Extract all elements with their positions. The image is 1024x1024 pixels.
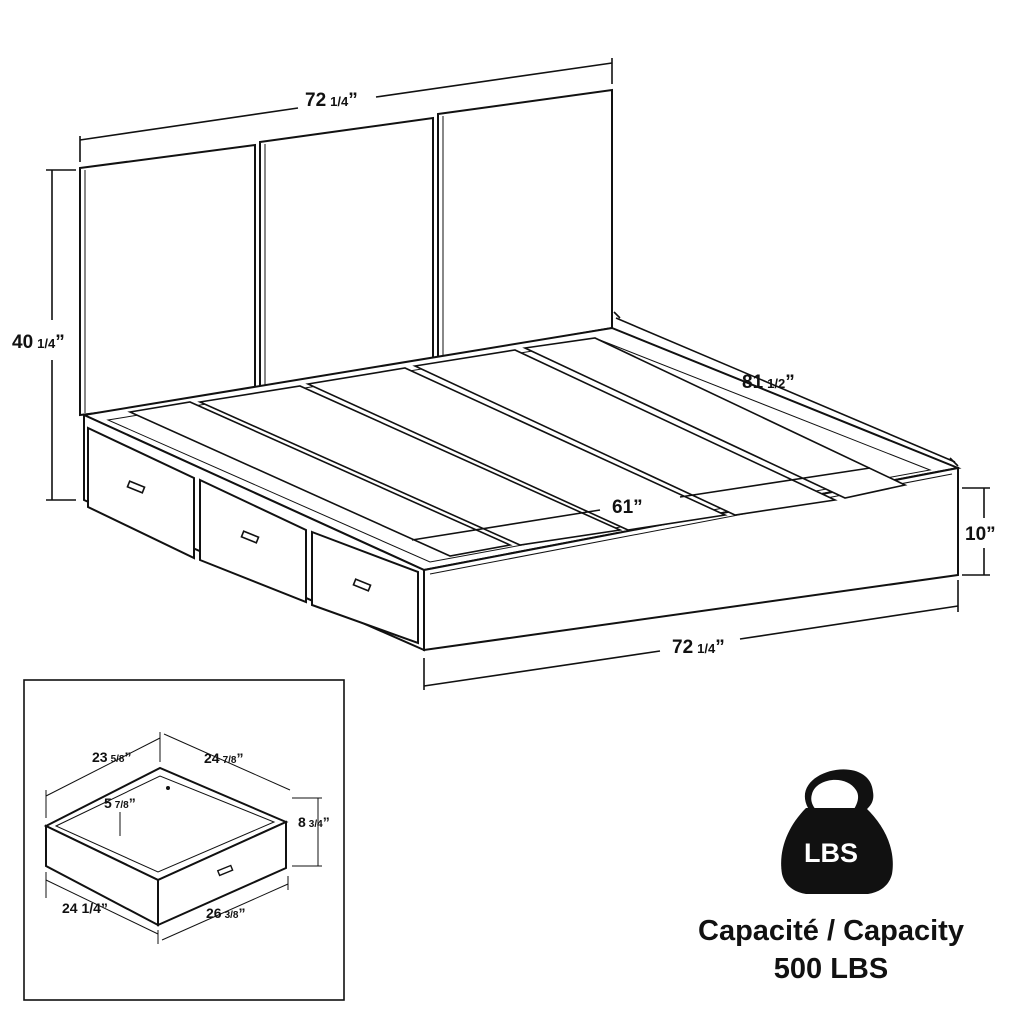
bed-dimension-lines: [46, 58, 990, 690]
weight-icon: LBS: [781, 769, 893, 894]
drawer-handle: [240, 530, 260, 544]
base-height-label: 10”: [965, 524, 996, 545]
bed-drawers: [87, 426, 419, 645]
drawer-handle: [126, 480, 146, 494]
slats: [127, 337, 908, 557]
weight-icon-label: LBS: [804, 838, 858, 868]
drawer-handle: [352, 578, 372, 592]
drawer-detail-handle: [216, 864, 234, 877]
capacity-value: 500 LBS: [774, 953, 888, 985]
headboard: [79, 88, 613, 417]
capacity-title: Capacité / Capacity: [698, 915, 964, 947]
drawer-front-width-label: 24 1/4”: [62, 900, 108, 916]
inner-width-label: 61”: [612, 497, 643, 518]
